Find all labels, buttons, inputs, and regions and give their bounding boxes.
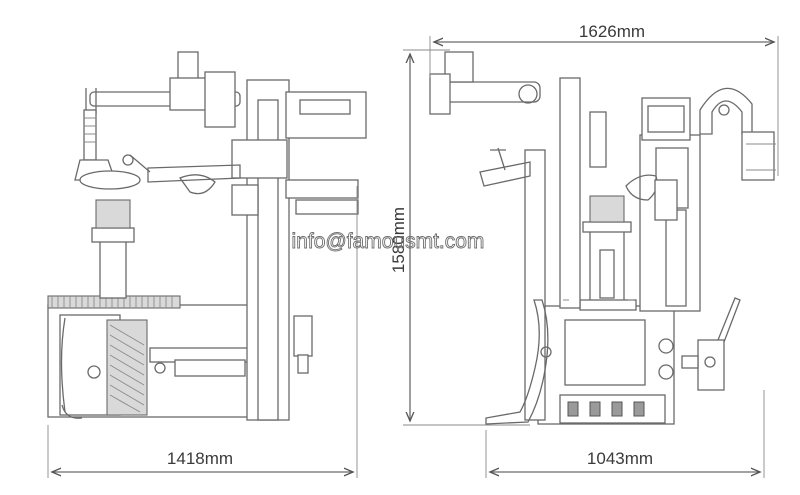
side-view-machine	[47, 51, 367, 421]
dim-label-side-width: 1418mm	[167, 449, 233, 468]
dim-label-total-width: 1626mm	[579, 22, 645, 41]
front-view-machine	[429, 51, 776, 425]
watermark-text: info@famousmt.com	[292, 230, 485, 253]
dim-label-front-width: 1043mm	[587, 449, 653, 468]
dim-label-height: 1580mm	[389, 207, 408, 273]
dimension-lines	[47, 36, 779, 478]
